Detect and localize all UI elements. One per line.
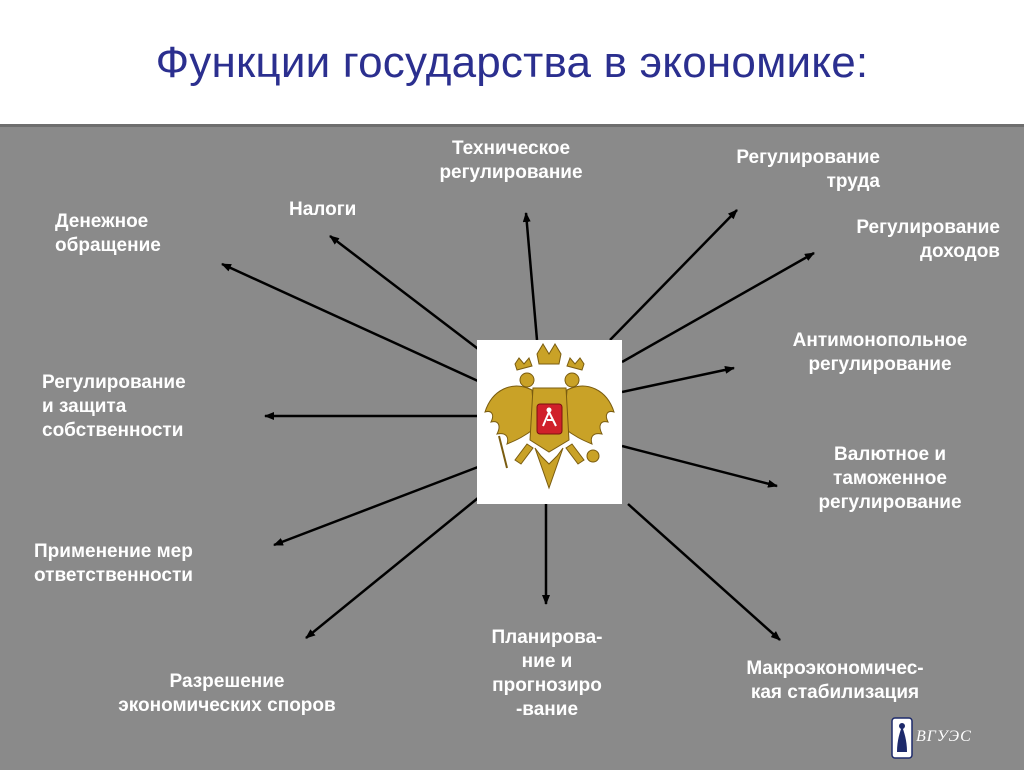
slide-title: Функции государства в экономике: <box>155 38 869 87</box>
label-antimonopoly: Антимонопольное регулирование <box>792 330 968 375</box>
russian-coat-of-arms-icon <box>484 343 615 490</box>
label-taxes: Налоги <box>289 199 357 220</box>
arrow-income <box>621 251 815 364</box>
label-technical: Техническое регулирование <box>439 138 583 183</box>
label-labor: Регулирование труда <box>736 147 880 192</box>
emblem-box <box>477 340 622 504</box>
arrow-taxes <box>329 235 491 359</box>
label-planning: Планирова- ние и прогнозиро -вание <box>491 627 603 720</box>
label-macro: Макроэкономичес- кая стабилизация <box>746 658 924 703</box>
arrow-money <box>221 262 479 383</box>
label-disputes: Разрешение экономических споров <box>118 671 336 716</box>
label-liability: Применение мер ответственности <box>34 541 193 586</box>
arrow-macro <box>627 503 781 641</box>
university-logo-icon <box>891 717 913 759</box>
label-currency: Валютное и таможенное регулирование <box>818 444 962 513</box>
university-logo: ВГУЭС <box>890 716 1010 760</box>
arrow-labor <box>609 209 738 341</box>
arrow-technical <box>522 212 539 341</box>
label-income: Регулирование доходов <box>856 217 1000 262</box>
arrow-liability <box>273 465 479 547</box>
label-money: Денежное обращение <box>55 211 161 256</box>
logo-text: ВГУЭС <box>916 728 972 745</box>
arrow-currency <box>621 444 778 488</box>
arrow-antimonopoly <box>621 365 735 394</box>
arrow-disputes <box>305 497 479 639</box>
label-property: Регулирование и защита собственности <box>42 372 186 441</box>
